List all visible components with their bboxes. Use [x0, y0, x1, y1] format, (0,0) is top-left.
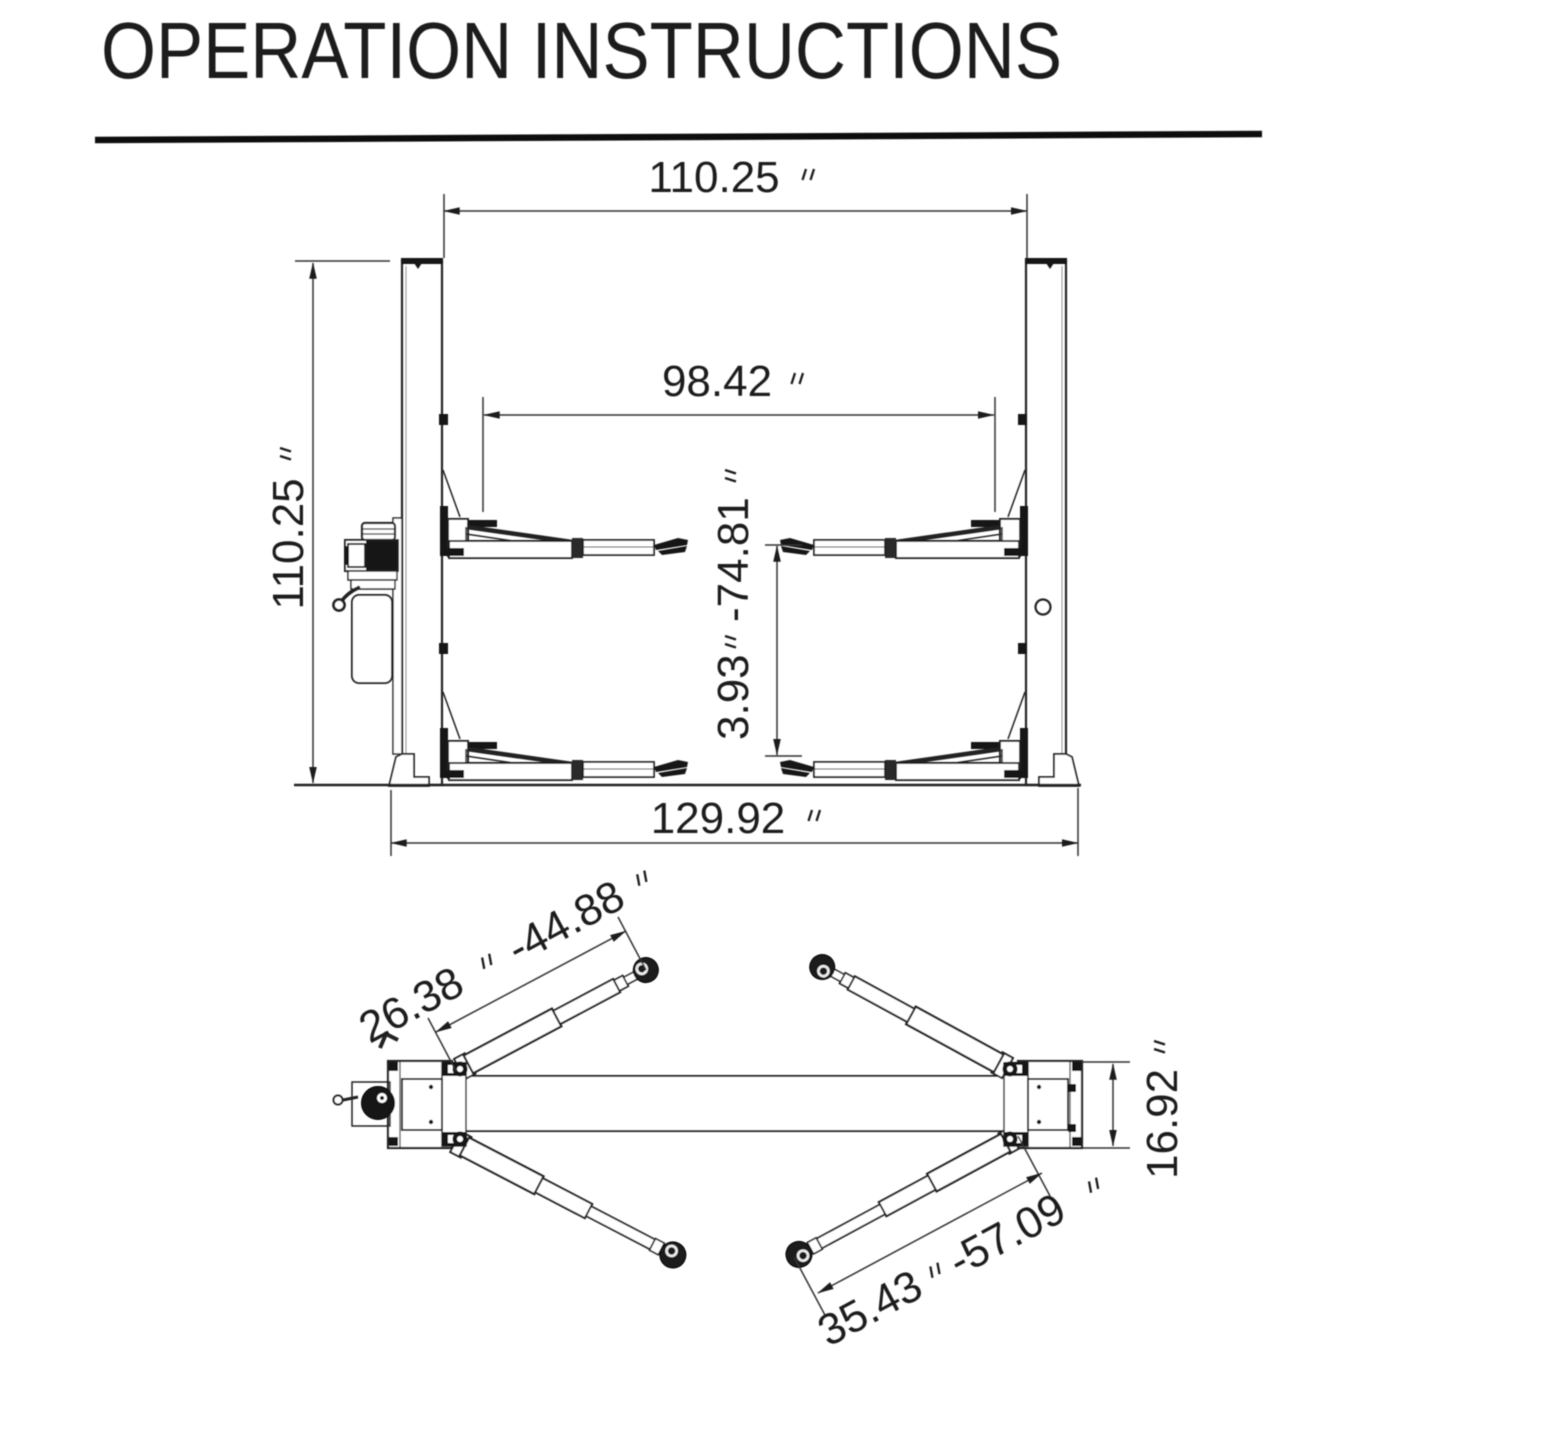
- svg-text:110.25: 110.25: [648, 153, 779, 202]
- svg-text:OPERATION INSTRUCTIONS: OPERATION INSTRUCTIONS: [101, 6, 1062, 95]
- svg-text:16.92: 16.92: [1138, 1069, 1187, 1179]
- svg-text:98.42: 98.42: [662, 357, 772, 406]
- svg-text:110.25: 110.25: [264, 478, 313, 609]
- svg-text:129.92: 129.92: [651, 794, 786, 843]
- svg-text:3.93: 3.93: [709, 654, 758, 740]
- svg-text:-74.81: -74.81: [709, 497, 758, 622]
